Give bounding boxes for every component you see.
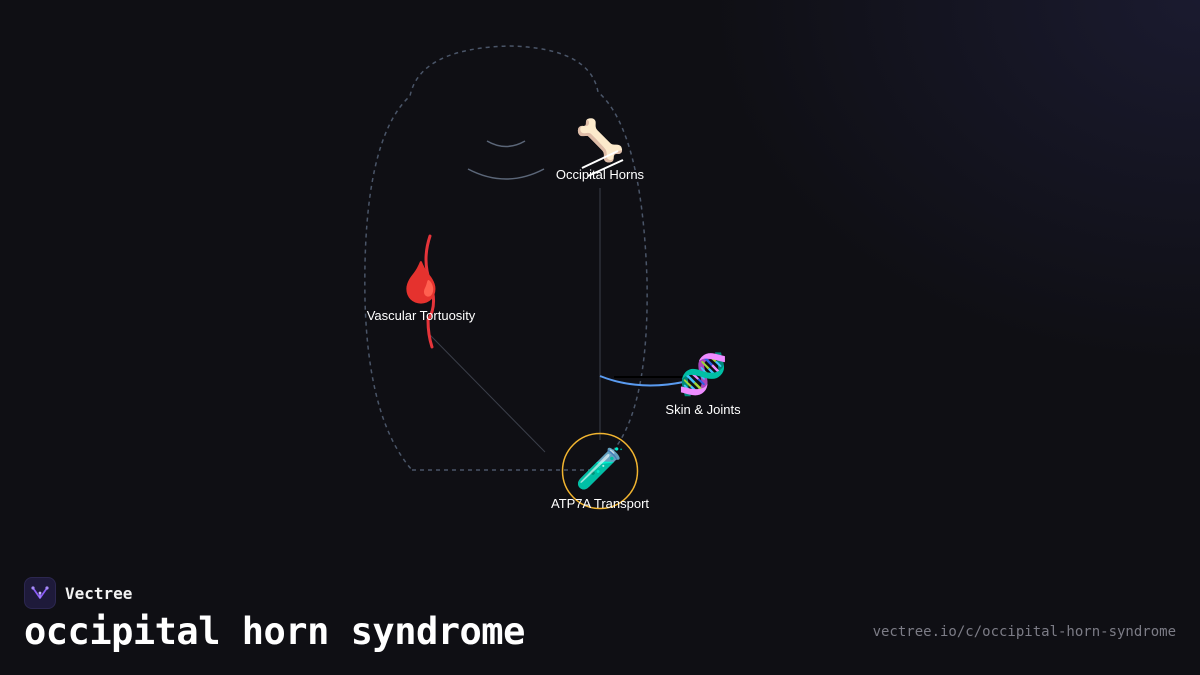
source-url[interactable]: vectree.io/c/occipital-horn-syndrome — [872, 624, 1176, 640]
horn-stroke-2 — [587, 159, 624, 177]
vectree-logo-icon — [24, 577, 56, 609]
node-label: Vascular Tortuosity — [367, 308, 476, 323]
node-label: Occipital Horns — [556, 167, 645, 182]
vessel-squiggle — [424, 234, 435, 349]
dna-icon: 🧬 — [678, 350, 728, 398]
test-tube-icon: 🧪 — [575, 446, 625, 492]
bone-icon: 🦴 — [575, 116, 625, 164]
link-vascular-atp7a — [429, 334, 546, 453]
page-title: occipital horn syndrome — [24, 610, 525, 653]
brand[interactable]: Vectree — [24, 577, 132, 609]
atp7a-highlight-ring — [561, 432, 639, 510]
head-outline — [364, 45, 648, 471]
node-atp7a-transport[interactable]: 🧪 ATP7A Transport — [551, 446, 649, 511]
face-arc-upper — [486, 140, 526, 148]
node-label: Skin & Joints — [665, 402, 741, 417]
brand-name: Vectree — [65, 583, 133, 603]
link-skin-curve — [599, 375, 689, 387]
node-label: ATP7A Transport — [551, 496, 649, 511]
horn-stroke-1 — [581, 150, 619, 169]
node-vascular-tortuosity[interactable]: 🩸 Vascular Tortuosity — [367, 259, 476, 323]
blood-drop-icon: 🩸 — [396, 259, 446, 306]
node-skin-joints[interactable]: 🧬 Skin & Joints — [665, 350, 741, 417]
face-arc-lower — [467, 168, 545, 180]
node-occipital-horns[interactable]: 🦴 Occipital Horns — [556, 116, 645, 182]
